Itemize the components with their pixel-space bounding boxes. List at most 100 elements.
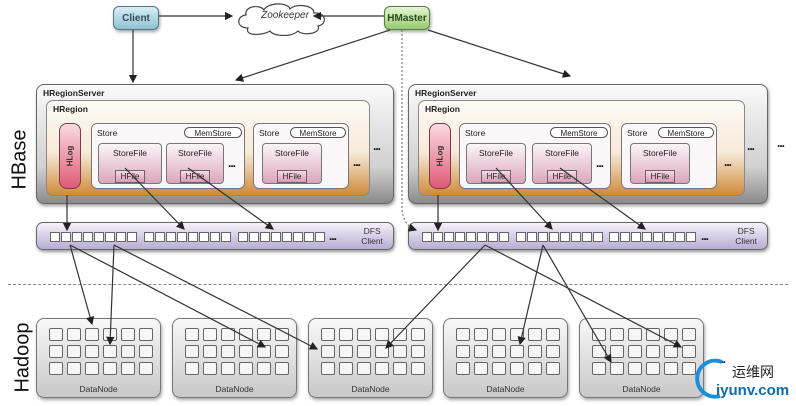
datanode: DataNode [579,318,704,398]
block-grid [185,328,289,375]
hdfs-block [393,345,407,358]
hregionserver-2: HRegionServer HRegion HLog Store MemStor… [408,84,768,204]
hdfs-block [456,345,470,358]
hdfs-block [275,345,289,358]
block-group [50,232,138,242]
more-storefiles: ... [596,156,604,170]
hdfs-block [357,328,371,341]
hdfs-block [127,232,137,242]
block-grid [456,328,560,375]
hdfs-block [239,362,253,375]
datanode-label: DataNode [215,384,254,394]
hdfs-block [49,328,63,341]
hdfs-block [139,345,153,358]
hadoop-layer-label: Hadoop [11,322,34,393]
store: Store MemStore StoreFile HFile StoreFile… [459,123,611,189]
hlog: HLog [59,123,81,189]
storefile: StoreFile HFile [262,143,322,184]
hdfs-block [664,345,678,358]
hdfs-block [357,362,371,375]
hdfs-block [257,345,271,358]
hdfs-block [610,362,624,375]
hdfs-block [49,362,63,375]
hdfs-block [686,232,696,242]
hmaster-node: HMaster [384,6,430,30]
more-storefiles: ... [228,156,236,170]
store: Store MemStore StoreFile HFile [621,123,717,189]
hdfs-block [321,328,335,341]
hdfs-block [238,232,248,242]
storefile: StoreFile HFile [466,143,526,184]
memstore: MemStore [658,127,714,138]
client-node: Client [113,6,159,30]
hfile: HFile [547,170,577,183]
hdfs-block [538,232,548,242]
hdfs-block [646,345,660,358]
hdfs-block [339,328,353,341]
store: Store MemStore StoreFile HFile [253,123,349,189]
hdfs-block [411,362,425,375]
hdfs-block [103,362,117,375]
hdfs-block [609,232,619,242]
hdfs-block [85,362,99,375]
hdfs-block [646,362,660,375]
hdfs-block [257,328,271,341]
hdfs-block [474,345,488,358]
hdfs-block [492,362,506,375]
hregion: HRegion HLog Store MemStore StoreFile HF… [46,100,370,196]
hdfs-block [593,232,603,242]
block-group [516,232,604,242]
datanode-label: DataNode [486,384,525,394]
hdfs-block [682,328,696,341]
datanode: DataNode [308,318,433,398]
hfile: HFile [277,170,307,183]
hdfs-block [375,328,389,341]
hdfs-block [456,362,470,375]
hdfs-block [357,345,371,358]
hdfs-block [121,345,135,358]
store-label: Store [627,128,648,138]
hdfs-block [675,232,685,242]
dfs-client-label: DFS Client [361,226,383,246]
hregionserver-label: HRegionServer [43,88,105,98]
hdfs-block [61,232,71,242]
hdfs-block [257,362,271,375]
hdfs-block [456,328,470,341]
hdfs-block [199,232,209,242]
hdfs-block [304,232,314,242]
more-blocks: ... [329,229,337,243]
hdfs-block [516,232,526,242]
hdfs-block [139,362,153,375]
layer-divider [8,284,788,285]
hdfs-block [492,328,506,341]
hdfs-block [528,362,542,375]
hdfs-block [271,232,281,242]
hfile: HFile [115,170,145,183]
hdfs-block [210,232,220,242]
hdfs-block [185,328,199,341]
more-datanodes: ... [718,352,726,366]
watermark-text: 运维网 [732,364,774,380]
store-label: Store [259,128,280,138]
hdfs-block [664,232,674,242]
hdfs-block [249,232,259,242]
hdfs-block [260,232,270,242]
hdfs-block [139,328,153,341]
hdfs-block [510,345,524,358]
storefile: StoreFile HFile [630,143,690,184]
hdfs-block [339,362,353,375]
storefile-label: StoreFile [544,148,579,158]
hdfs-block [116,232,126,242]
hdfs-block [185,345,199,358]
hdfs-block [67,362,81,375]
hdfs-block [610,328,624,341]
hdfs-block [488,232,498,242]
hfile: HFile [645,170,675,183]
dfs-client-1: ... DFS Client [36,222,394,250]
hdfs-block [393,362,407,375]
hdfs-block [67,328,81,341]
hdfs-block [411,345,425,358]
hdfs-block [444,232,454,242]
datanode: DataNode [36,318,161,398]
storefile-label: StoreFile [112,148,147,158]
